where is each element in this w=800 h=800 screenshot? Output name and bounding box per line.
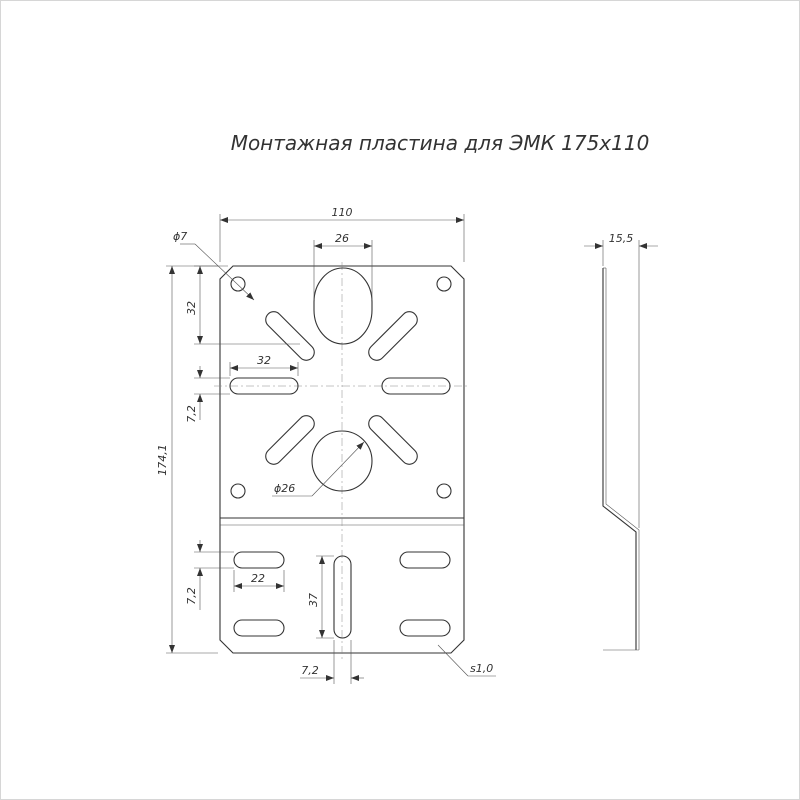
dim-side-depth: 15,5	[609, 232, 634, 245]
dim-slot-length: 32	[257, 354, 271, 367]
dim-vertical-slot-width: 7,2	[301, 664, 319, 677]
leader-hole-large	[311, 441, 365, 497]
round-hole-center	[311, 430, 373, 492]
slot-lower-right-1	[399, 551, 451, 569]
vertical-slot	[333, 555, 352, 639]
dim-top-offset: 32	[185, 301, 198, 315]
slot-middle-right	[381, 377, 451, 395]
corner-hole-top-right	[436, 276, 452, 292]
slot-lower-right-2	[399, 619, 451, 637]
slot-lower-left-1	[233, 551, 285, 569]
drawing-title: Монтажная пластина для ЭМК 175х110	[231, 131, 650, 155]
dim-vertical-slot-length: 37	[307, 593, 320, 607]
slot-lower-left-2	[233, 619, 285, 637]
plate-outline	[219, 265, 465, 654]
leader-hole-small	[194, 243, 255, 301]
slot-middle-left	[229, 377, 299, 395]
dim-thickness: s1,0	[470, 662, 493, 675]
dim-oval-width: 26	[335, 232, 349, 245]
corner-hole-bottom-right	[436, 483, 452, 499]
corner-hole-bottom-left	[230, 483, 246, 499]
dim-slot-width-upper: 7,2	[185, 405, 198, 423]
diagonal-slot-lower-left	[265, 415, 315, 465]
side-view-profile	[602, 267, 640, 651]
dim-width-total: 110	[332, 206, 353, 219]
leader-thickness	[437, 644, 469, 677]
diagonal-slot-lower-right	[368, 415, 418, 465]
diagonal-slot-upper-right	[368, 311, 418, 361]
dim-hole-small: ϕ7	[173, 230, 187, 243]
dim-slot-width-lower: 7,2	[185, 587, 198, 605]
dim-slot-length-lower: 22	[251, 572, 265, 585]
oval-hole-top	[313, 267, 373, 345]
diagonal-slot-upper-left	[265, 311, 315, 361]
dim-hole-large: ϕ26	[274, 482, 295, 495]
dim-height-total: 174,1	[156, 444, 169, 476]
corner-hole-top-left	[230, 276, 246, 292]
